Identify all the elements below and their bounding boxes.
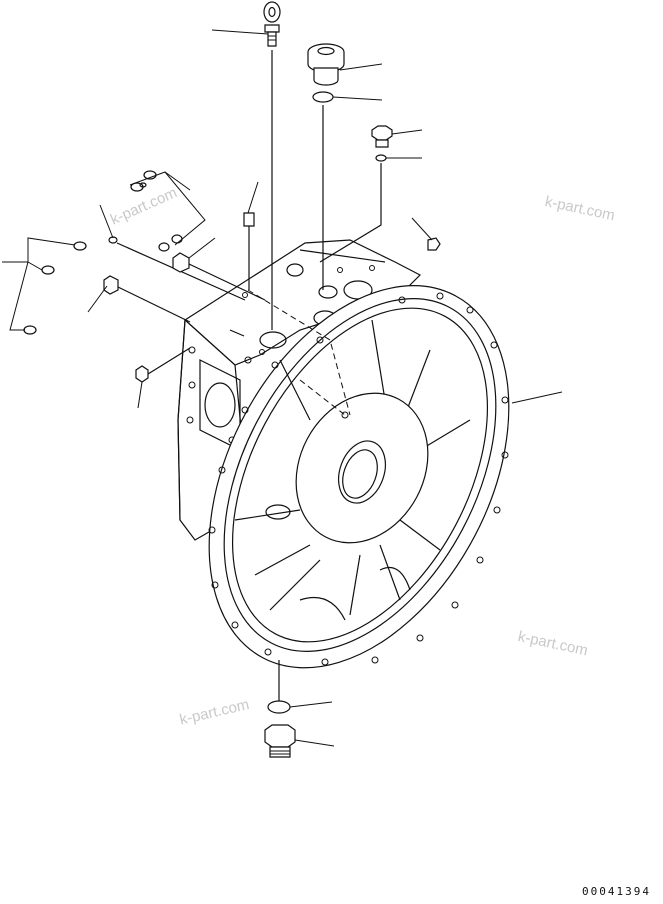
flange-housing bbox=[208, 285, 510, 669]
plug-left-middle-axis bbox=[117, 286, 191, 323]
drawing-code: 00041394 bbox=[582, 885, 651, 898]
bolt-right bbox=[427, 237, 441, 251]
o-ring-top bbox=[312, 91, 334, 103]
o-ring-set-left bbox=[23, 241, 87, 335]
drain-plug bbox=[264, 724, 296, 758]
plug-left-middle bbox=[103, 275, 119, 295]
o-ring-set-upper bbox=[130, 170, 183, 252]
eye-bolt bbox=[263, 1, 281, 47]
plug-left-upper bbox=[172, 252, 190, 273]
bolt-left-lower bbox=[135, 365, 149, 383]
plug-left-upper-axis bbox=[188, 263, 266, 301]
hex-socket-plug bbox=[307, 43, 345, 86]
callout-leaders bbox=[2, 29, 563, 747]
small-plug-leader bbox=[319, 163, 382, 263]
bolt-left-lower-axis bbox=[147, 347, 191, 375]
o-ring-bottom bbox=[267, 700, 291, 714]
small-bolt-center bbox=[243, 212, 255, 227]
small-hex-plug bbox=[371, 125, 393, 148]
o-ring-small bbox=[375, 154, 387, 162]
hidden-line bbox=[247, 289, 351, 416]
